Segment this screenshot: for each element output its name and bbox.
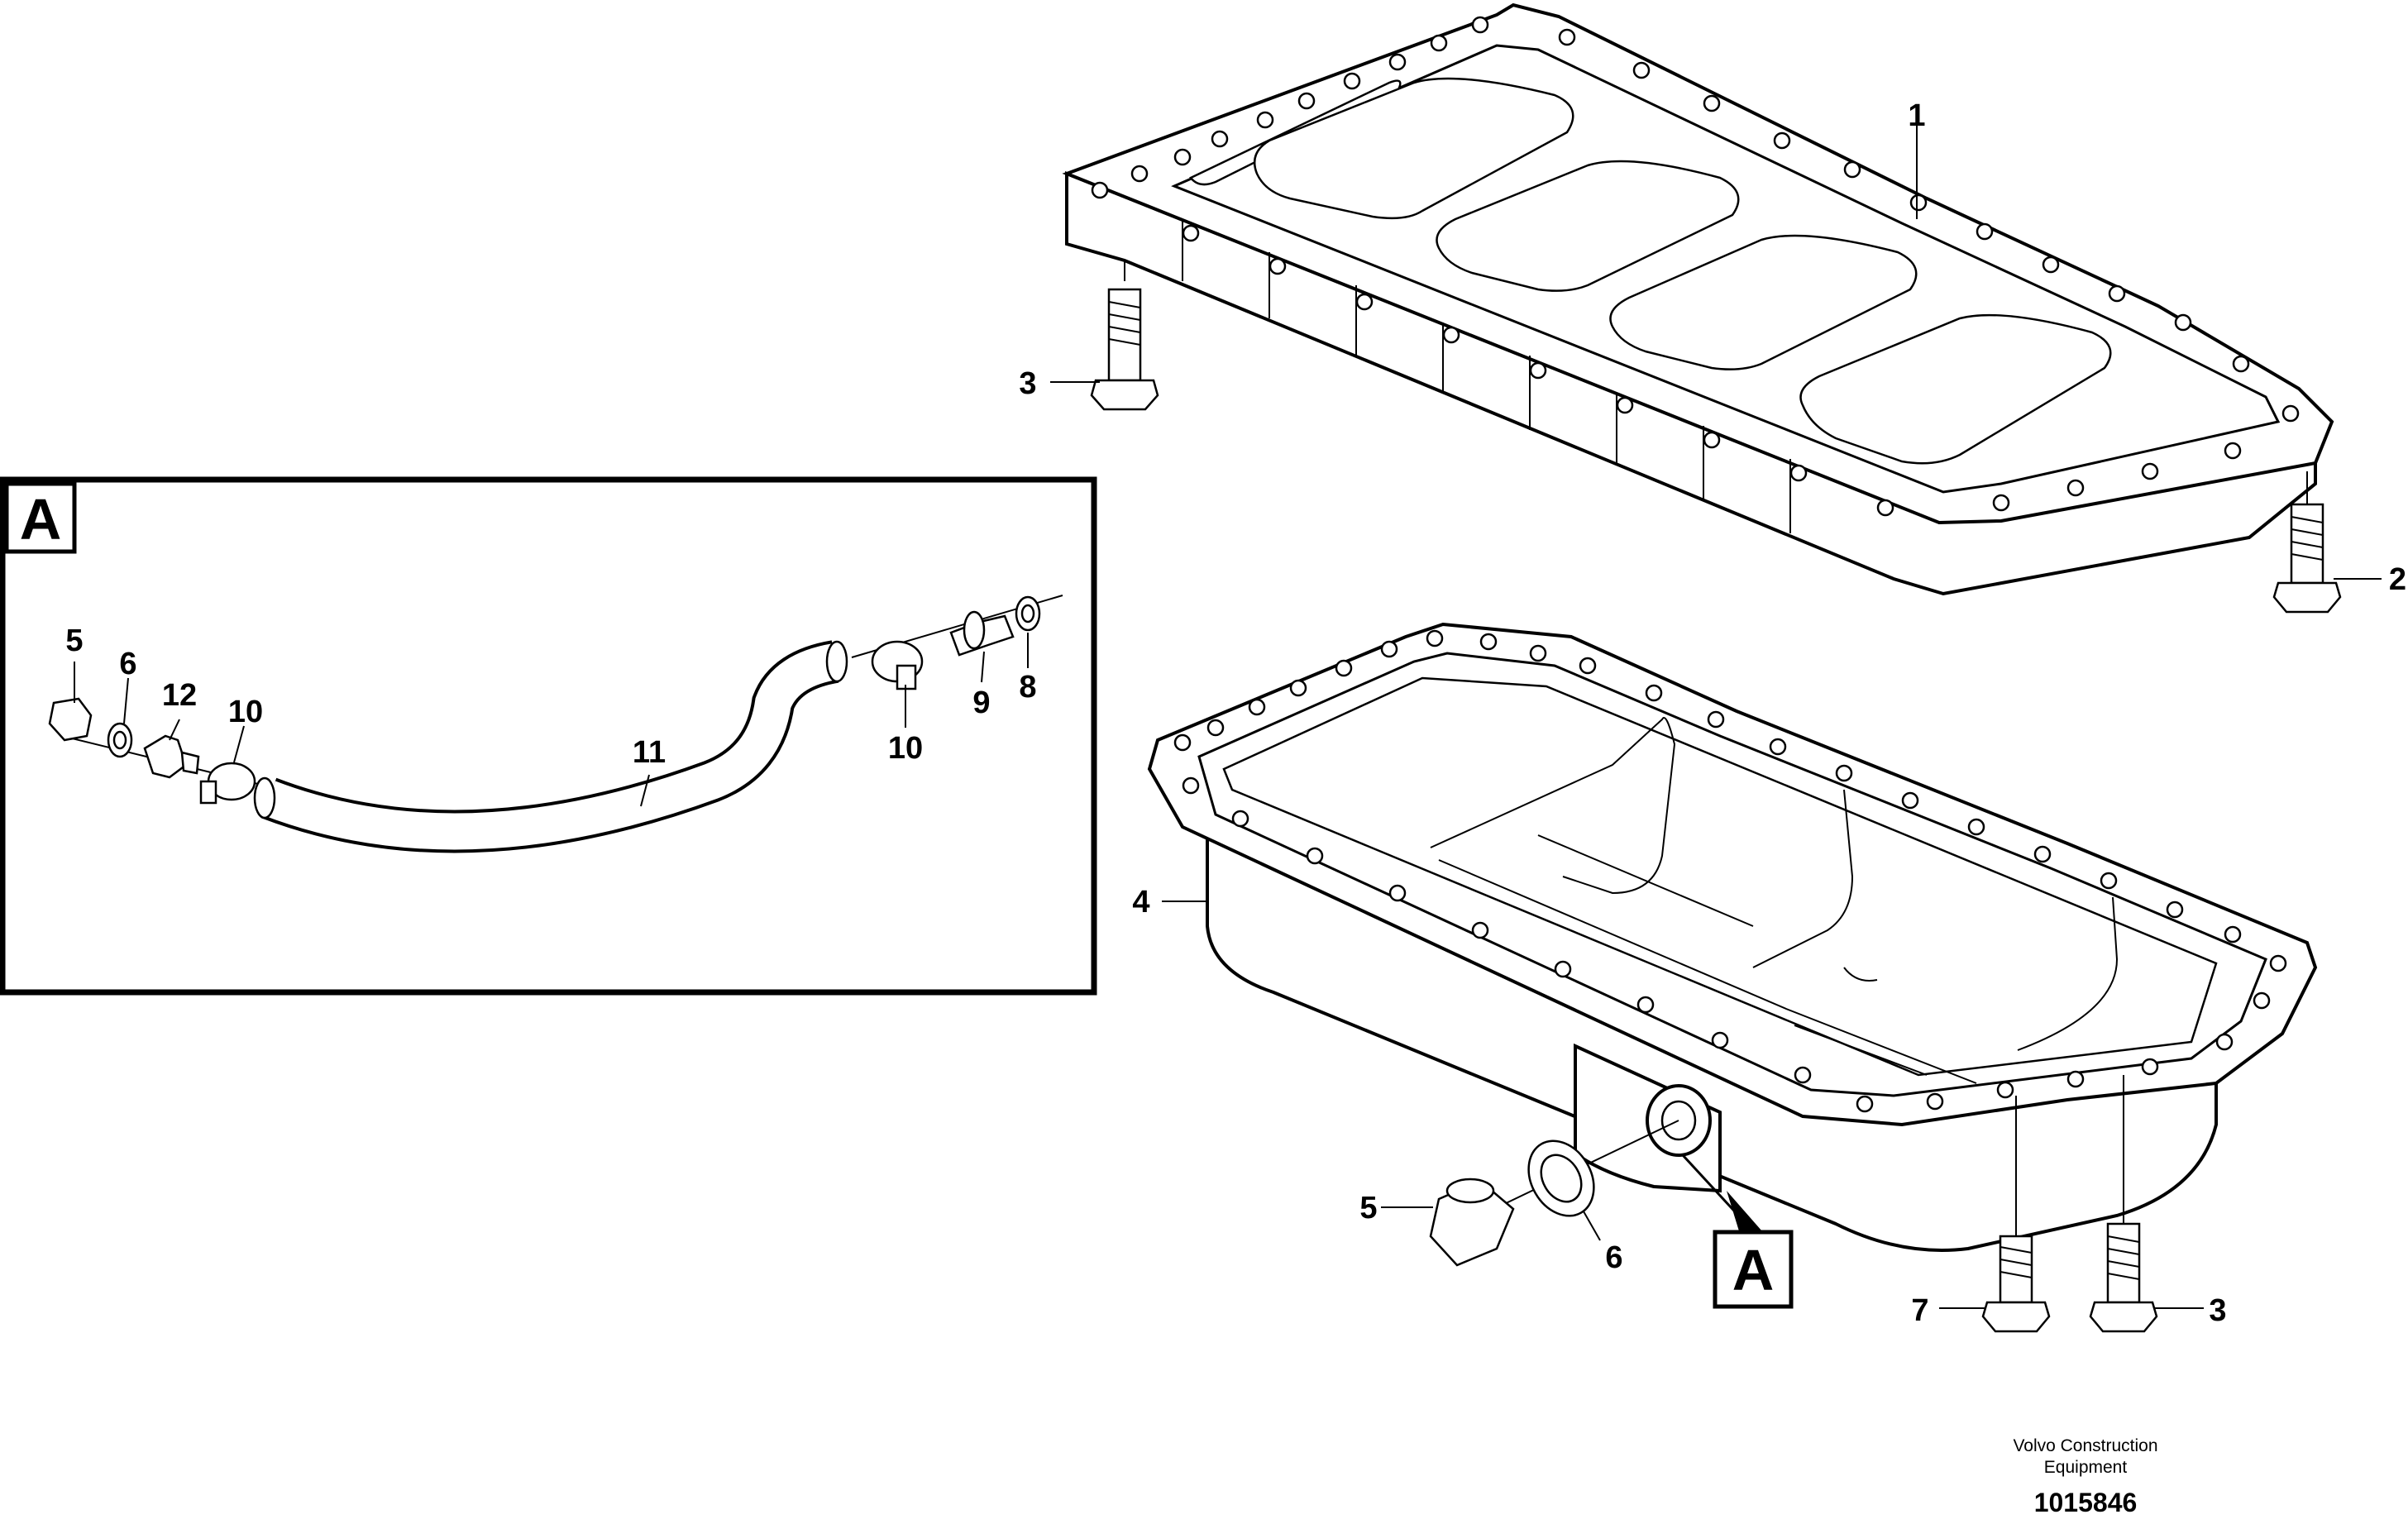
callout-4: 4 [1132,885,1149,920]
detail-box-label: A [20,487,62,552]
footer: Volvo Construction Equipment 1015846 [2013,1436,2157,1517]
footer-company-line1: Volvo Construction [2013,1436,2157,1455]
callout-3-top: 3 [1019,366,1036,401]
oil-pan-part [1147,622,2318,1252]
leader-lines [74,117,2382,1309]
callout-6-main: 6 [1605,1240,1622,1275]
detail-view-a: A [0,476,1097,996]
callout-detail-8: 8 [1019,670,1036,705]
detail-a-pointer: A [1681,1154,1794,1309]
bolt-part-7 [1981,1096,2051,1333]
drain-plug-part-5 [1429,1120,1679,1267]
callout-detail-9: 9 [972,686,990,720]
callout-2: 2 [2389,562,2406,597]
callout-detail-6: 6 [119,647,136,681]
upper-frame-part [1062,2,2334,596]
footer-company-line2: Equipment [2044,1458,2128,1477]
bolt-part-3-bottom [2089,1075,2158,1333]
pointer-box-label: A [1732,1238,1775,1302]
callout-5-main: 5 [1359,1191,1377,1225]
footer-drawing-number: 1015846 [2034,1488,2138,1517]
callout-detail-12: 12 [162,678,197,713]
callout-7: 7 [1911,1293,1928,1328]
washer-part-6 [1527,1139,1595,1217]
callout-labels: 1 2 3 3 4 5 6 7 5 6 12 10 11 10 9 8 [65,98,2406,1328]
bolt-part-2 [2272,471,2342,614]
callout-detail-11: 11 [633,735,666,770]
callout-detail-10-left: 10 [228,695,263,729]
callout-detail-10-right: 10 [888,731,923,766]
callout-1: 1 [1908,98,1925,133]
callout-detail-5: 5 [65,623,83,658]
callout-3-bottom: 3 [2209,1293,2226,1328]
bolt-part-3-top [1090,260,1159,411]
